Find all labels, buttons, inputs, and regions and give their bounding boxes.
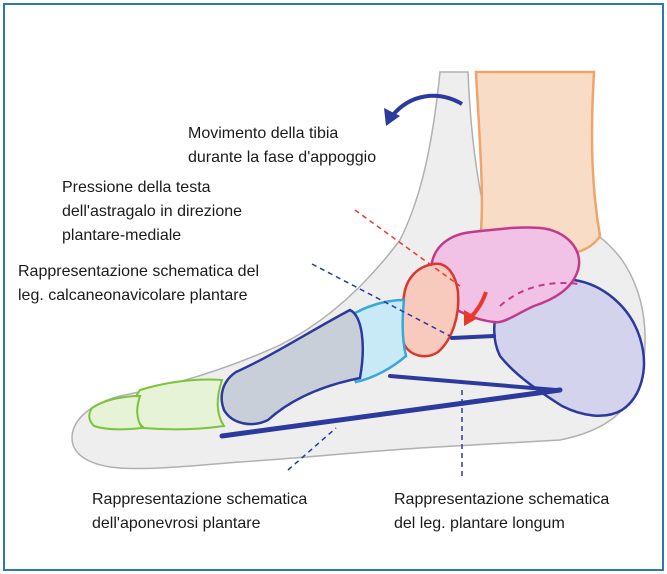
proximal-phalanx xyxy=(134,379,224,429)
label-talus-pressure: Pressione della testa dell'astragalo in … xyxy=(62,179,247,244)
label-plantar-aponeurosis: Rappresentazione schematica dell'aponevr… xyxy=(92,491,312,532)
label-tibia-movement: Movimento della tibia durante la fase d'… xyxy=(188,125,376,166)
label-long-plantar-ligament: Rappresentazione schematica del leg. pla… xyxy=(394,491,614,532)
distal-phalanx xyxy=(89,396,142,429)
label-spring-ligament: Rappresentazione schematica del leg. cal… xyxy=(18,263,263,304)
spring-ligament-line xyxy=(452,336,494,338)
